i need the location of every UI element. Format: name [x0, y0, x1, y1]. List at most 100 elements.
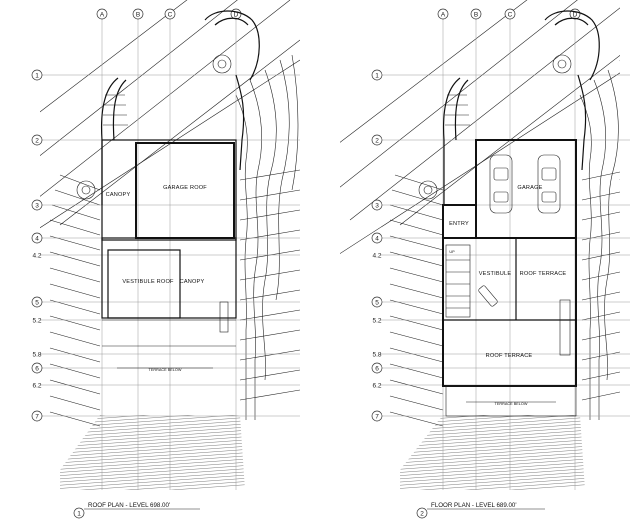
grid-row-3: 3 [375, 203, 379, 210]
grid-col-a: A [441, 12, 446, 19]
terrain-hatch-line [60, 477, 245, 490]
car-left-icon [489, 154, 513, 214]
terrain-hatch-line [60, 433, 245, 448]
terrain-hatch-line [60, 415, 245, 416]
terrain-hatch-bottom [400, 415, 585, 490]
grid-row-2: 2 [375, 138, 379, 145]
contour-lines-lower-right [239, 169, 300, 401]
terrace-below-label: TERRACE BELOW [495, 402, 528, 406]
driveway-planter [418, 10, 600, 205]
terrain-hatch-line [60, 449, 245, 464]
terrain-hatch-line [400, 455, 585, 470]
canopy-left-label: CANOPY [106, 192, 131, 198]
terrain-hatch-line [60, 465, 245, 480]
contour-lines-right [235, 54, 299, 420]
terrain-hatch-line [400, 423, 585, 438]
terrain-hatch-line [400, 445, 585, 461]
floor-plan-title-block: 2 FLOOR PLAN - LEVEL 689.00' [416, 502, 545, 519]
grid-row-7: 7 [375, 414, 379, 421]
column-grid-bubbles: A B C D [96, 8, 242, 20]
floor-plan-title: FLOOR PLAN - LEVEL 689.00' [431, 502, 517, 509]
grid-col-d: D [573, 12, 578, 19]
floor-plan-number: 2 [420, 511, 424, 518]
contour-lines-lower-right [581, 171, 620, 401]
terrain-hatch-line [400, 468, 585, 483]
grid-row-5-8: 5.8 [32, 352, 41, 359]
floor-labels: GARAGE ENTRY UP VESTIBULE ROOF TERRACE R… [449, 185, 566, 406]
lounge-chair-icon [478, 285, 498, 307]
terrain-hatch-line [60, 417, 245, 432]
terrain-hatch-line [400, 484, 585, 490]
terrace-below-label: TERRACE BELOW [149, 368, 182, 372]
grid-col-a: A [100, 12, 105, 19]
terrain-hatch-line [400, 426, 585, 441]
grid-row-2: 2 [35, 138, 39, 145]
roof-plan-number: 1 [77, 511, 81, 518]
terrain-hatch-line [400, 433, 585, 448]
contour-lines-left [49, 174, 101, 427]
garage-label: GARAGE [517, 185, 542, 191]
terrain-hatch-line [60, 426, 245, 441]
terrain-hatch-line [400, 471, 585, 486]
grid-row-6: 6 [375, 366, 379, 373]
garage-roof-label: GARAGE ROOF [163, 185, 207, 191]
terrain-hatch-line [400, 439, 585, 454]
terrain-hatch-line [400, 477, 585, 490]
driveway-planter [76, 10, 260, 205]
terrain-hatch-line [400, 452, 585, 467]
terrain-hatch-line [400, 420, 585, 435]
terrain-hatch-line [400, 474, 585, 489]
grid-row-1: 1 [35, 73, 39, 80]
grid-row-3: 3 [35, 203, 39, 210]
terrain-hatch-line [60, 445, 245, 461]
grid-col-c: C [508, 12, 513, 19]
contour-lines-right [579, 60, 620, 420]
grid-row-5-8: 5.8 [372, 352, 381, 359]
terrain-hatch-line [60, 468, 245, 483]
grid-row-5: 5 [35, 300, 39, 307]
vestibule-roof-label: VESTIBULE ROOF [122, 279, 174, 285]
terrain-hatch-line [400, 465, 585, 480]
terrain-hatch-line [400, 458, 585, 473]
terrain-hatch-line [60, 474, 245, 489]
grid-col-b: B [474, 12, 478, 19]
floor-walls [442, 139, 577, 417]
grid-row-4: 4 [35, 236, 39, 243]
grid-col-c: C [168, 12, 173, 19]
property-lines [40, 0, 300, 229]
terrain-hatch-line [400, 436, 585, 451]
grid-row-7: 7 [35, 414, 39, 421]
terrain-hatch-line [60, 481, 245, 490]
roof-labels: CANOPY GARAGE ROOF VESTIBULE ROOF CANOPY… [106, 185, 213, 372]
grid-col-b: B [136, 12, 140, 19]
terrain-hatch-line [400, 442, 585, 457]
terrain-hatch-line [400, 429, 585, 445]
grid-col-d: D [234, 12, 239, 19]
terrain-hatch-line [60, 415, 245, 425]
grid-lines [380, 10, 630, 490]
entry-label: ENTRY [449, 221, 469, 227]
up-label: UP [449, 250, 455, 254]
roof-plan: A B C D 1 2 3 4 4.2 5 5.2 5.8 6 6.2 [31, 0, 300, 519]
canopy-right-label: CANOPY [180, 279, 205, 285]
property-lines [340, 0, 620, 254]
terrain-hatch-line [400, 481, 585, 490]
column-grid-bubbles: A B C D [437, 8, 581, 20]
row-grid-bubbles: 1 2 3 4 4.2 5 5.2 5.8 6 6.2 7 [31, 69, 43, 422]
terrain-hatch-line [60, 442, 245, 457]
grid-row-4-2: 4.2 [32, 253, 41, 260]
terrain-hatch-line [60, 420, 245, 435]
grid-row-5: 5 [375, 300, 379, 307]
terrain-hatch-line [400, 415, 585, 425]
terrain-hatch-line [60, 471, 245, 486]
terrain-hatch-line [400, 449, 585, 464]
terrain-hatch-line [60, 415, 245, 422]
grid-row-6: 6 [35, 366, 39, 373]
terrain-hatch-line [60, 455, 245, 470]
roof-terrace-upper-label: ROOF TERRACE [520, 271, 567, 277]
terrain-hatch-line [60, 415, 245, 419]
car-right-icon [537, 154, 561, 214]
roof-plan-title-block: 1 ROOF PLAN - LEVEL 698.00' [73, 502, 200, 519]
roof-terrace-lower-label: ROOF TERRACE [486, 353, 533, 359]
